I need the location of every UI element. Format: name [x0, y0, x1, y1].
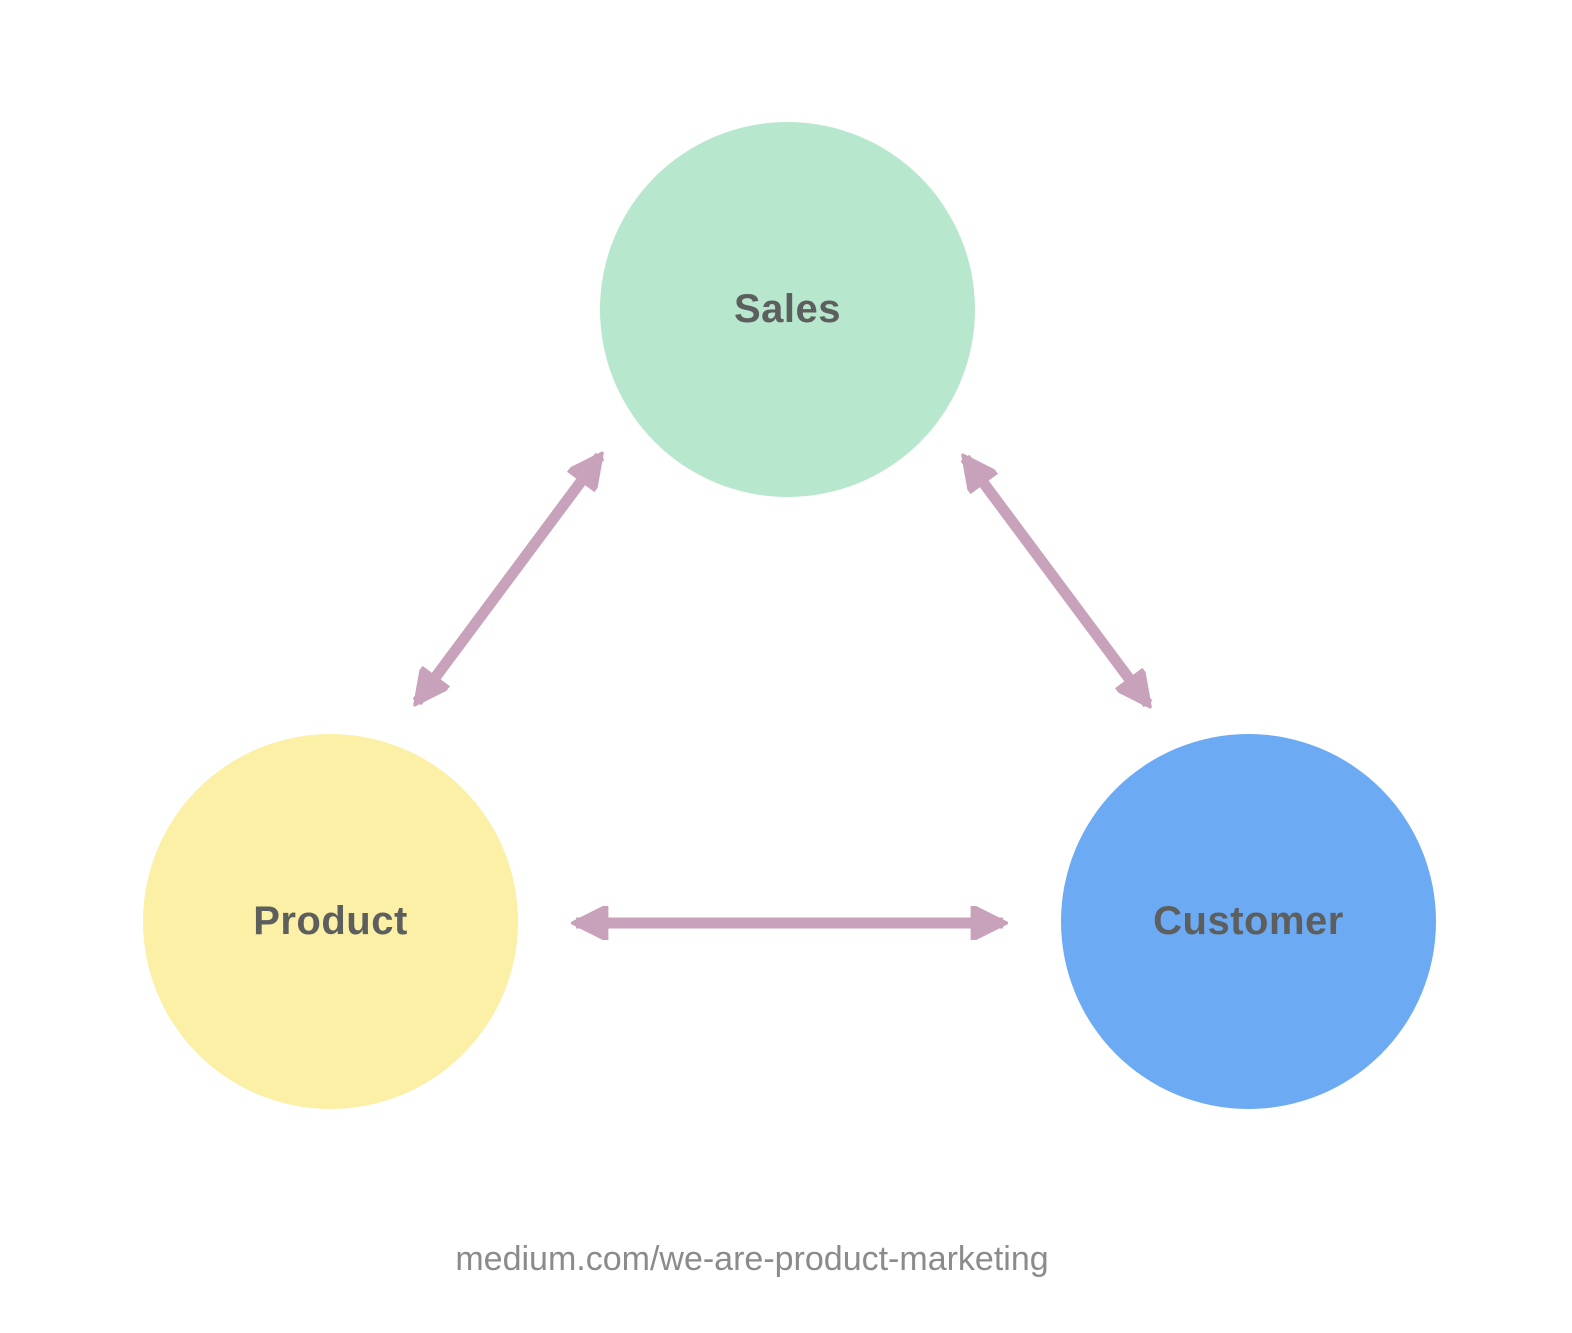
node-product: Product — [143, 734, 518, 1109]
node-customer: Customer — [1061, 734, 1436, 1109]
node-sales: Sales — [600, 122, 975, 497]
node-customer-label: Customer — [1153, 899, 1344, 943]
source-caption: medium.com/we-are-product-marketing — [455, 1240, 1049, 1278]
node-sales-label: Sales — [733, 287, 842, 331]
node-product-label: Product — [253, 899, 408, 943]
arrow-sales-customer — [960, 458, 1153, 704]
arrow-product-sales — [412, 456, 605, 702]
